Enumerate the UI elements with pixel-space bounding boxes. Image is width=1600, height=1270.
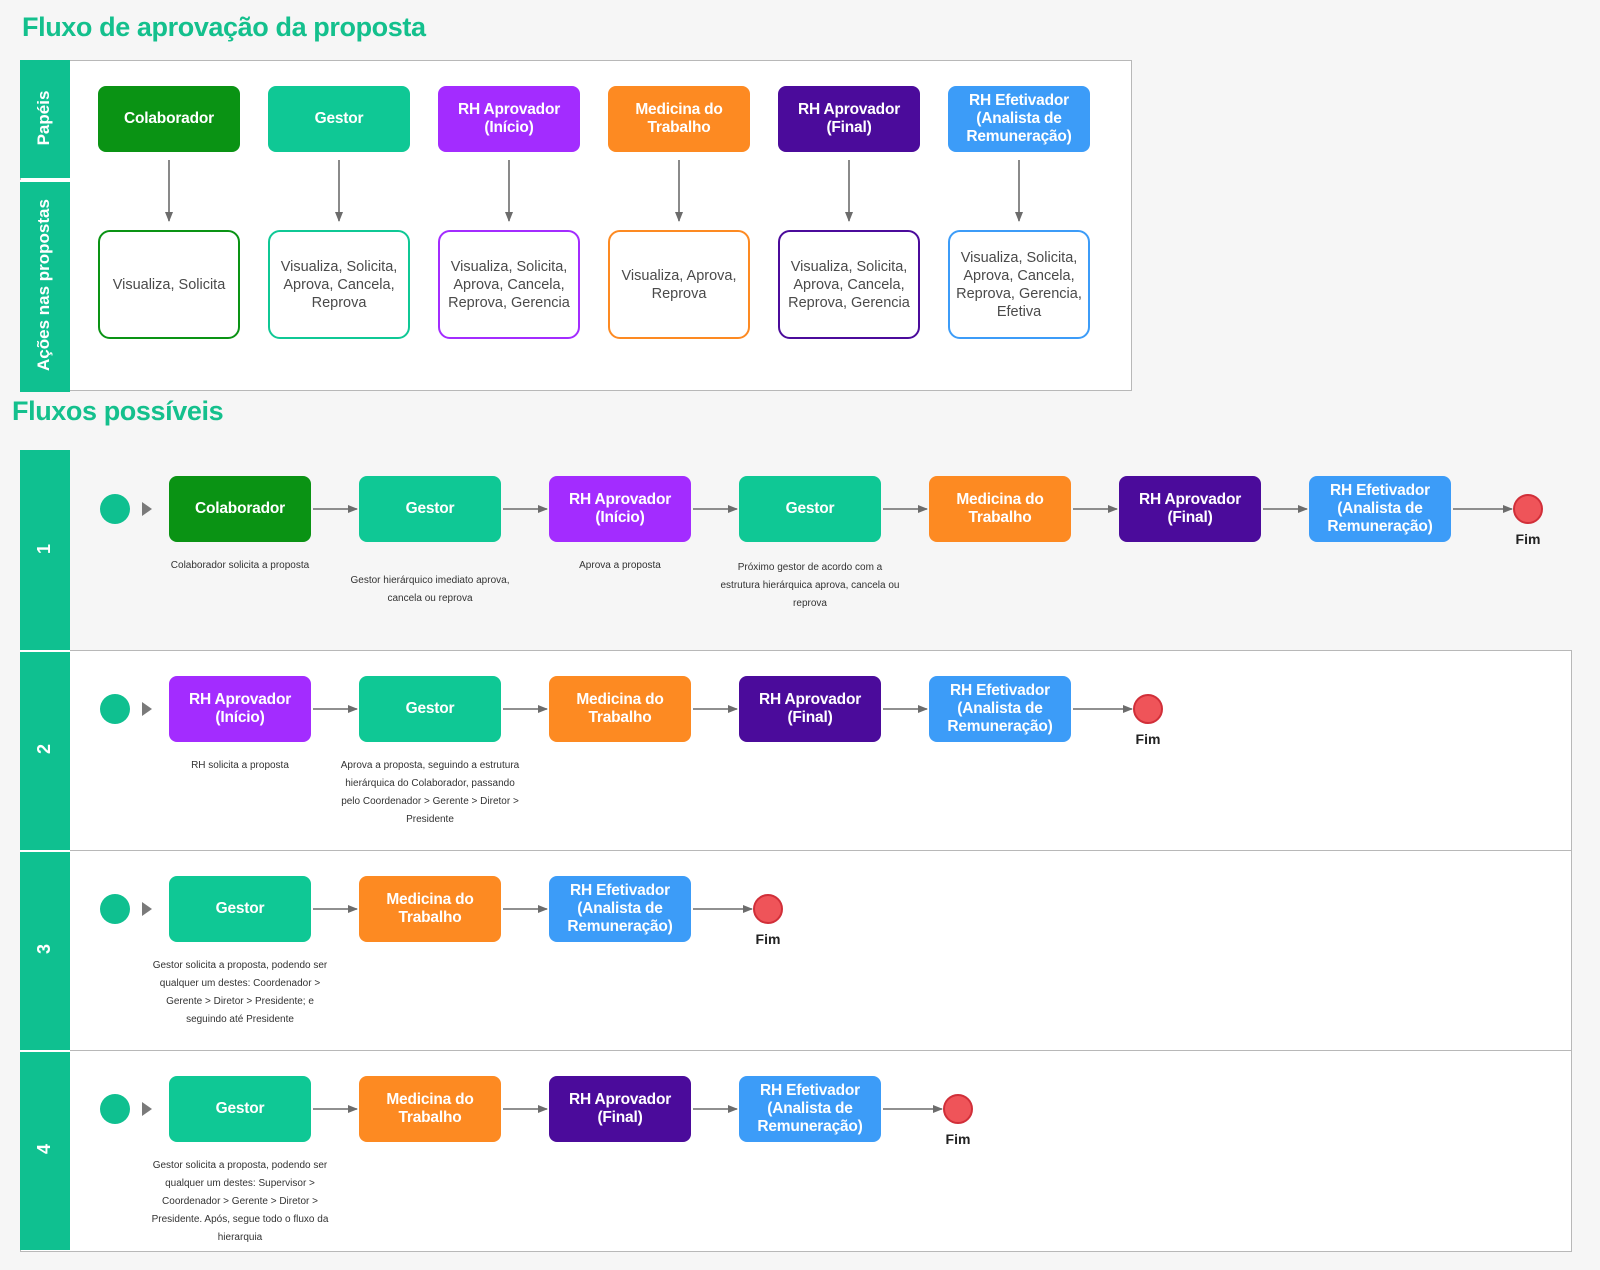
role-rh-aprovador-final[interactable]: RH Aprovador (Final) [778,86,920,152]
end-event [753,894,783,924]
flow-band-4 [20,1050,70,1250]
role-colaborador[interactable]: Colaborador [98,86,240,152]
start-event [100,1094,130,1124]
role-actions-gestor: Visualiza, Solicita, Aprova, Cancela, Re… [268,230,410,339]
role-rh-aprovador-inicio[interactable]: RH Aprovador (Início) [438,86,580,152]
flow-2-step-rh-aprovador-final[interactable]: RH Aprovador (Final) [739,676,881,742]
flow-4-step-rh-aprovador-final[interactable]: RH Aprovador (Final) [549,1076,691,1142]
flow-1-step-colaborador[interactable]: Colaborador [169,476,311,542]
flow-2-step-medicina-do-trabalho[interactable]: Medicina do Trabalho [549,676,691,742]
end-label: Fim [1135,731,1161,747]
flow-4-step-medicina-do-trabalho[interactable]: Medicina do Trabalho [359,1076,501,1142]
flow-2-step-gestor[interactable]: Gestor [359,676,501,742]
start-event [100,494,130,524]
flow-3-step-rh-efetivador-analista-de-remuneracao[interactable]: RH Efetivador (Analista de Remuneração) [549,876,691,942]
start-arrow-icon [142,1102,152,1116]
flow-band-3 [20,850,70,1050]
role-medicina-do-trabalho[interactable]: Medicina do Trabalho [608,86,750,152]
end-event [943,1094,973,1124]
role-actions-rh-efetivador-analista-de-remuneracao: Visualiza, Solicita, Aprova, Cancela, Re… [948,230,1090,339]
step-caption: Colaborador solicita a proposta [170,560,310,571]
role-actions-colaborador: Visualiza, Solicita [98,230,240,339]
step-caption: Gestor solicita a proposta, podendo ser … [151,1160,329,1243]
role-gestor[interactable]: Gestor [268,86,410,152]
flow-band-1 [20,450,70,650]
step-caption: Gestor hierárquico imediato aprova, canc… [350,575,510,604]
step-caption: Aprova a proposta [579,560,661,571]
flow-4-step-gestor[interactable]: Gestor [169,1076,311,1142]
roles-band [20,60,70,178]
flow-4-step-rh-efetivador-analista-de-remuneracao[interactable]: RH Efetivador (Analista de Remuneração) [739,1076,881,1142]
role-actions-medicina-do-trabalho: Visualiza, Aprova, Reprova [608,230,750,339]
end-label: Fim [755,931,781,947]
actions-band [20,180,70,392]
start-event [100,894,130,924]
flow-1-step-rh-efetivador-analista-de-remuneracao[interactable]: RH Efetivador (Analista de Remuneração) [1309,476,1451,542]
flow-band-2 [20,650,70,850]
start-arrow-icon [142,902,152,916]
flow-1-step-medicina-do-trabalho[interactable]: Medicina do Trabalho [929,476,1071,542]
flow-1-step-rh-aprovador-inicio[interactable]: RH Aprovador (Início) [549,476,691,542]
step-caption: Próximo gestor de acordo com a estrutura… [720,562,900,609]
role-actions-rh-aprovador-final: Visualiza, Solicita, Aprova, Cancela, Re… [778,230,920,339]
start-event [100,694,130,724]
start-arrow-icon [142,702,152,716]
role-actions-rh-aprovador-inicio: Visualiza, Solicita, Aprova, Cancela, Re… [438,230,580,339]
flow-2-step-rh-aprovador-inicio[interactable]: RH Aprovador (Início) [169,676,311,742]
step-caption: Aprova a proposta, seguindo a estrutura … [340,760,520,825]
page-title: Fluxo de aprovação da proposta [22,12,426,42]
flow-2-step-rh-efetivador-analista-de-remuneracao[interactable]: RH Efetivador (Analista de Remuneração) [929,676,1071,742]
end-event [1133,694,1163,724]
step-caption: Gestor solicita a proposta, podendo ser … [152,960,328,1025]
flow-3-step-medicina-do-trabalho[interactable]: Medicina do Trabalho [359,876,501,942]
end-label: Fim [1515,531,1541,547]
flow-3-step-gestor[interactable]: Gestor [169,876,311,942]
end-event [1513,494,1543,524]
role-rh-efetivador-analista-de-remuneracao[interactable]: RH Efetivador (Analista de Remuneração) [948,86,1090,152]
step-caption: RH solicita a proposta [191,760,289,771]
flow-1-step-gestor[interactable]: Gestor [359,476,501,542]
flow-1-step-gestor[interactable]: Gestor [739,476,881,542]
end-label: Fim [945,1131,971,1147]
flow-1-step-rh-aprovador-final[interactable]: RH Aprovador (Final) [1119,476,1261,542]
start-arrow-icon [142,502,152,516]
flows-title: Fluxos possíveis [12,396,224,426]
